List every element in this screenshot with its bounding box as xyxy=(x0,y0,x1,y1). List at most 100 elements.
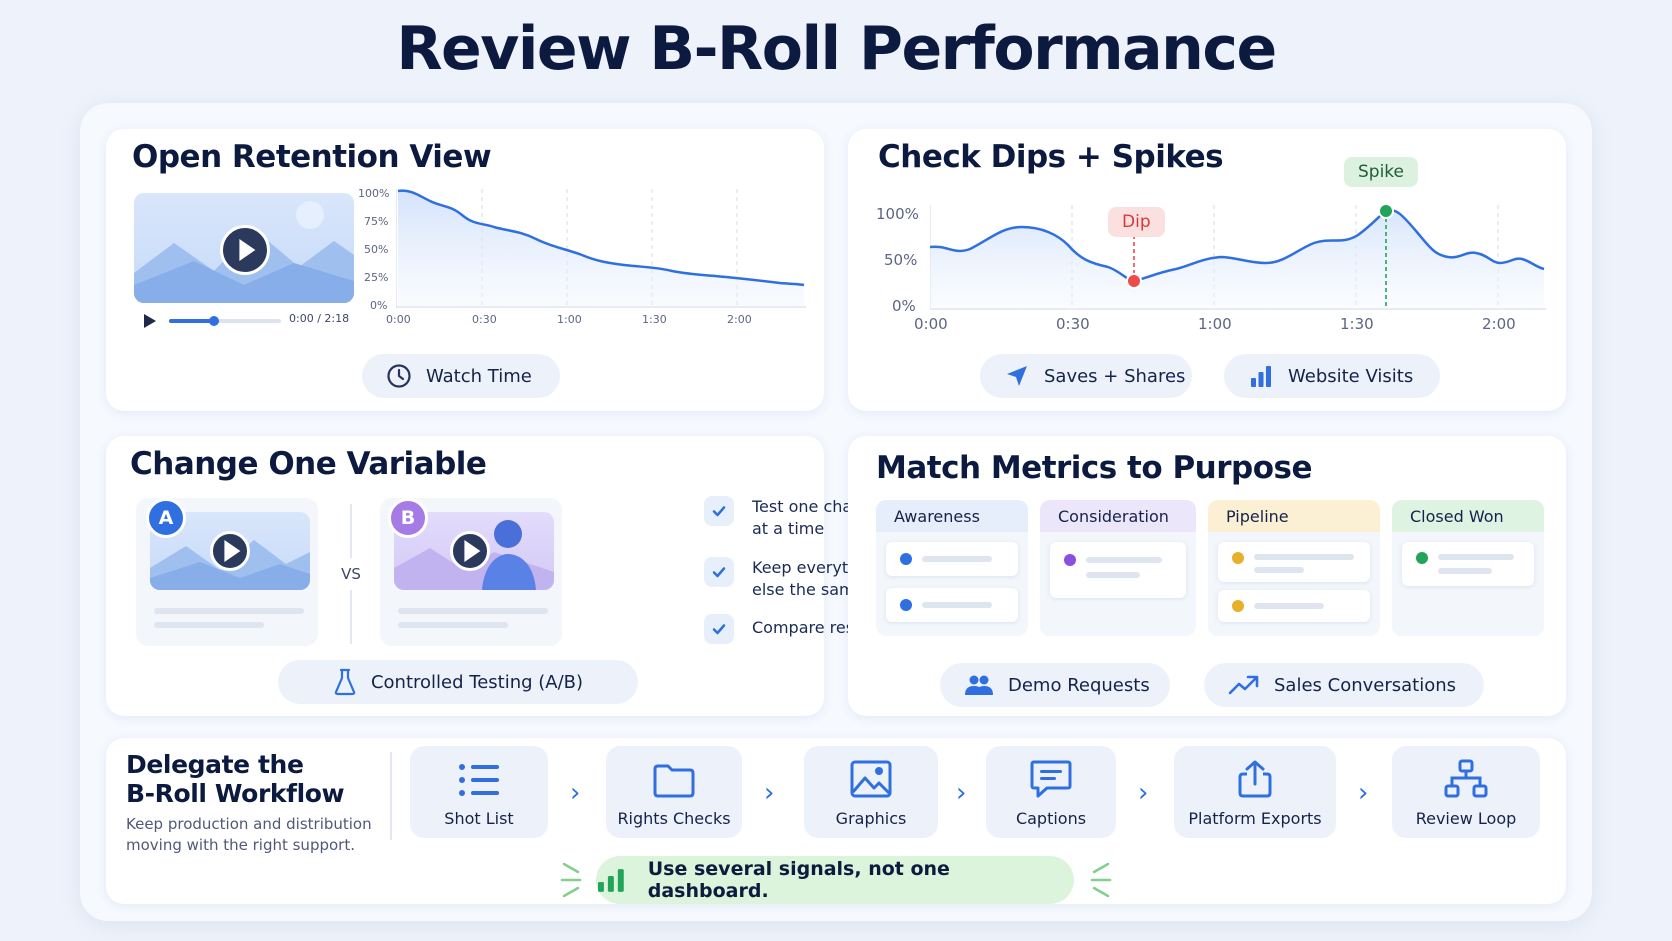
delegate-subtitle-line: moving with the right support. xyxy=(126,836,355,854)
step-graphics[interactable]: Graphics xyxy=(804,746,938,838)
delegate-title-line: B-Roll Workflow xyxy=(126,779,345,808)
status-dot xyxy=(1232,600,1244,612)
dips-line xyxy=(930,208,1545,283)
play-button[interactable] xyxy=(220,225,270,275)
status-dot xyxy=(900,599,912,611)
step-platform-exports[interactable]: Platform Exports xyxy=(1174,746,1336,838)
saves-shares-pill[interactable]: Saves + Shares xyxy=(980,354,1192,398)
delegate-subtitle-line: Keep production and distribution xyxy=(126,815,372,833)
retention-line xyxy=(397,189,805,287)
hierarchy-icon xyxy=(1444,759,1488,798)
y-tick: 100% xyxy=(876,205,919,223)
variant-a-badge: A xyxy=(146,498,186,538)
trend-up-icon xyxy=(1228,675,1259,695)
image-icon xyxy=(850,760,892,798)
play-button[interactable] xyxy=(210,531,250,571)
step-label: Platform Exports xyxy=(1188,809,1322,828)
placeholder-line xyxy=(1438,568,1492,574)
step-label: Rights Checks xyxy=(617,809,731,828)
y-tick: 0% xyxy=(892,297,916,315)
dips-spikes-card: Check Dips + Spikes 100% 50% 0% Dip Spik… xyxy=(848,129,1566,411)
status-dot xyxy=(900,553,912,565)
player-scrubber[interactable] xyxy=(208,316,219,326)
clock-icon xyxy=(387,364,411,388)
variant-b-card[interactable] xyxy=(380,498,562,646)
folder-icon xyxy=(653,764,695,798)
sales-conversations-pill[interactable]: Sales Conversations xyxy=(1204,663,1484,707)
metric-column-consideration: Consideration xyxy=(1040,500,1196,636)
check-icon xyxy=(704,614,734,644)
column-header: Awareness xyxy=(876,500,1028,532)
metric-column-closed-won: Closed Won xyxy=(1392,500,1544,636)
x-tick: 0:00 xyxy=(914,315,948,333)
column-header: Pipeline xyxy=(1208,500,1380,532)
status-dot xyxy=(1232,552,1244,564)
flask-icon xyxy=(334,668,356,696)
delegate-title: Delegate the B-Roll Workflow xyxy=(126,750,345,808)
website-visits-pill[interactable]: Website Visits xyxy=(1224,354,1440,398)
sparkle-right-icon xyxy=(1090,862,1112,898)
y-tick: 75% xyxy=(364,215,389,228)
player-progress-track[interactable] xyxy=(169,316,281,326)
list-item xyxy=(1218,542,1370,582)
y-tick: 0% xyxy=(370,299,388,312)
users-icon xyxy=(965,675,993,695)
step-shot-list[interactable]: Shot List xyxy=(410,746,548,838)
list-item xyxy=(1402,542,1534,586)
bar-chart-icon xyxy=(1251,366,1271,387)
step-label: Review Loop xyxy=(1415,809,1517,828)
step-rights-checks[interactable]: Rights Checks xyxy=(606,746,742,838)
step-label: Captions xyxy=(1015,809,1087,828)
watch-time-pill[interactable]: Watch Time xyxy=(362,354,560,398)
controlled-testing-pill[interactable]: Controlled Testing (A/B) xyxy=(278,660,638,704)
variant-a-card[interactable] xyxy=(136,498,318,646)
x-tick: 0:00 xyxy=(386,313,411,326)
placeholder-line xyxy=(1086,557,1162,563)
placeholder-line xyxy=(922,556,992,562)
list-icon xyxy=(459,764,499,796)
step-label: Graphics xyxy=(835,809,907,828)
x-tick: 2:00 xyxy=(1482,315,1516,333)
demo-requests-pill[interactable]: Demo Requests xyxy=(940,663,1170,707)
placeholder-line xyxy=(1438,554,1514,560)
retention-title: Open Retention View xyxy=(132,139,492,175)
website-visits-label: Website Visits xyxy=(1288,365,1414,387)
chevron-right-icon: › xyxy=(1358,778,1369,808)
player-progress-fill xyxy=(169,319,214,323)
variant-a-thumbnail xyxy=(150,512,310,590)
placeholder-line xyxy=(154,622,264,628)
page-title: Review B-Roll Performance xyxy=(396,14,1277,84)
metric-column-awareness: Awareness xyxy=(876,500,1028,636)
sales-conversations-label: Sales Conversations xyxy=(1274,674,1457,696)
video-thumbnail[interactable] xyxy=(134,193,354,303)
x-tick: 0:30 xyxy=(1056,315,1090,333)
metric-column-pipeline: Pipeline xyxy=(1208,500,1380,636)
y-tick: 50% xyxy=(364,243,389,256)
placeholder-line xyxy=(154,608,304,614)
step-review-loop[interactable]: Review Loop xyxy=(1392,746,1540,838)
delegate-title-line: Delegate the xyxy=(126,750,304,779)
metrics-card: Match Metrics to Purpose Awareness Consi… xyxy=(848,436,1566,716)
variable-title: Change One Variable xyxy=(130,446,487,482)
play-button[interactable] xyxy=(450,531,490,571)
x-tick: 1:00 xyxy=(1198,315,1232,333)
status-dot xyxy=(1416,552,1428,564)
share-icon xyxy=(1238,760,1272,798)
placeholder-line xyxy=(922,602,992,608)
dips-title: Check Dips + Spikes xyxy=(878,139,1224,175)
signal-callout: Use several signals, not one dashboard. xyxy=(596,856,1074,904)
list-item xyxy=(1218,590,1370,622)
retention-card: Open Retention View 0:00 / 2:18 100% 75%… xyxy=(106,129,824,411)
retention-chart xyxy=(396,189,806,308)
demo-requests-label: Demo Requests xyxy=(1008,674,1150,696)
placeholder-line xyxy=(398,622,508,628)
divider xyxy=(390,752,392,840)
status-dot xyxy=(1064,554,1076,566)
player-play-icon[interactable] xyxy=(144,314,156,328)
placeholder-line xyxy=(1086,572,1140,578)
x-tick: 1:30 xyxy=(642,313,667,326)
delegate-subtitle: Keep production and distribution moving … xyxy=(126,814,372,856)
check-icon xyxy=(704,496,734,526)
send-icon xyxy=(1007,366,1027,386)
step-captions[interactable]: Captions xyxy=(986,746,1116,838)
